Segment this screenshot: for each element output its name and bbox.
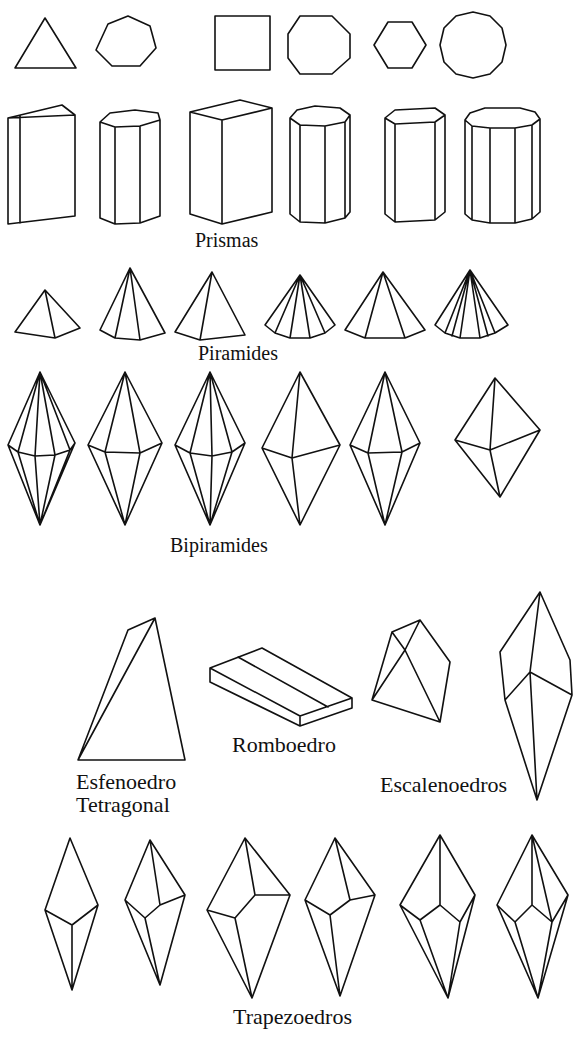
tetragonal-section — [215, 16, 270, 70]
form-label: Romboedro — [232, 733, 336, 756]
octagonal-prism — [290, 106, 350, 223]
dihexagonal-pyramid — [435, 270, 508, 338]
dihexagonal-prism — [465, 108, 540, 223]
tetragonal-prism — [190, 100, 272, 224]
form-label: Esfenoedro Tetragonal — [76, 770, 201, 816]
ditrigonal-prism — [100, 110, 160, 224]
form-label: Trapezoedros — [233, 1005, 352, 1028]
ditrigonal-pyramid — [100, 268, 165, 340]
form-label: Bipiramides — [170, 535, 268, 556]
form-label: Piramides — [198, 343, 278, 364]
rhombohedron — [210, 648, 352, 726]
trigonal-pyramid — [15, 290, 80, 338]
trigonal-prism — [8, 105, 75, 224]
octagonal-section — [288, 16, 350, 74]
ditrigonal-section — [96, 16, 156, 66]
tetragonal-bipyramid — [262, 372, 340, 525]
tetragonal-pyramid — [175, 272, 245, 340]
ditrigonal-bipyramid — [88, 372, 162, 525]
trapezohedron — [497, 835, 568, 998]
trapezohedron — [125, 840, 185, 985]
trapezohedron — [45, 838, 98, 990]
hexagonal-prism — [385, 108, 445, 222]
hexagonal-bipyramid — [350, 372, 420, 525]
trigonal-section — [15, 18, 76, 68]
dihexagonal-bipyramid — [8, 372, 75, 525]
form-label: Prismas — [195, 230, 258, 251]
octagonal-pyramid — [265, 275, 335, 338]
trapezohedron — [207, 838, 290, 998]
trapezohedron — [400, 835, 475, 998]
form-label: Escalenoedros — [380, 773, 507, 796]
trigonal-bipyramid — [455, 378, 540, 497]
hexagonal-pyramid — [345, 272, 425, 338]
tetragonal-sphenoid — [78, 618, 185, 760]
trapezohedron — [305, 838, 375, 996]
octagonal-bipyramid — [175, 372, 245, 525]
scalenohedron-small — [372, 620, 450, 722]
scalenohedron-tall — [500, 592, 572, 800]
hexagonal-section — [374, 22, 426, 68]
dihexagonal-section — [440, 12, 506, 78]
